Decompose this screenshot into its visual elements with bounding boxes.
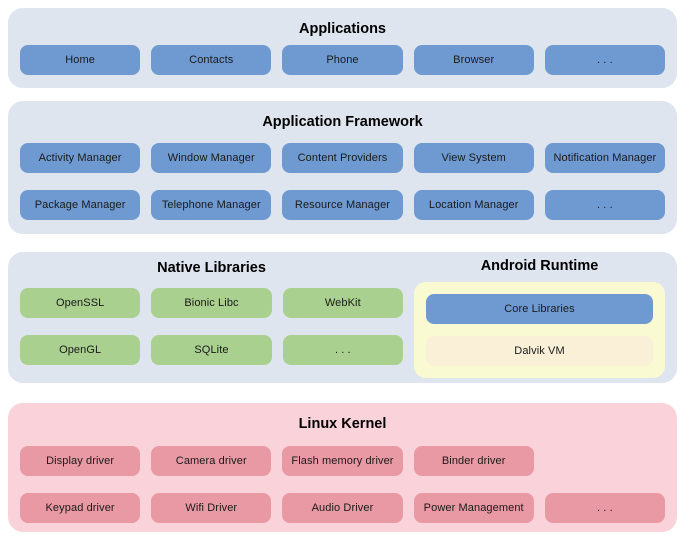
section-title-application-framework: Application Framework	[262, 114, 423, 130]
box-webkit: WebKit	[282, 288, 403, 318]
box-sqlite: SQLite	[151, 335, 272, 365]
box-package-manager: Package Manager	[20, 190, 141, 220]
native-libraries-area: Native Libraries OpenSSL Bionic Libc Web…	[20, 252, 403, 383]
box-bionic-libc: Bionic Libc	[151, 288, 272, 318]
box-contacts: Contacts	[151, 45, 272, 75]
box-home: Home	[20, 45, 141, 75]
box-openssl: OpenSSL	[20, 288, 141, 318]
android-runtime-container: Core Libraries Dalvik VM	[414, 282, 665, 378]
box-activity-manager: Activity Manager	[20, 143, 141, 173]
section-title-native-libraries: Native Libraries	[157, 260, 266, 276]
box-binder-driver: Binder driver	[413, 446, 534, 476]
section-libraries-and-runtime: Native Libraries OpenSSL Bionic Libc Web…	[8, 252, 677, 383]
android-runtime-area: Android Runtime Core Libraries Dalvik VM	[414, 252, 665, 383]
box-keypad-driver: Keypad driver	[20, 493, 141, 523]
applications-row: Home Contacts Phone Browser . . .	[8, 45, 677, 75]
box-dalvik-vm: Dalvik VM	[426, 336, 653, 366]
box-notification-manager: Notification Manager	[544, 143, 665, 173]
box-wifi-driver: Wifi Driver	[151, 493, 272, 523]
section-application-framework: Application Framework Activity Manager W…	[8, 101, 677, 234]
section-title-applications: Applications	[298, 21, 386, 37]
native-libraries-grid: OpenSSL Bionic Libc WebKit OpenGL SQLite…	[20, 288, 403, 365]
box-resource-manager: Resource Manager	[282, 190, 403, 220]
box-more-framework: . . .	[544, 190, 665, 220]
box-more-applications: . . .	[544, 45, 665, 75]
box-view-system: View System	[413, 143, 534, 173]
box-flash-memory-driver: Flash memory driver	[282, 446, 403, 476]
box-core-libraries: Core Libraries	[426, 294, 653, 324]
box-opengl: OpenGL	[20, 335, 141, 365]
box-more-kernel: . . .	[544, 493, 665, 523]
box-content-providers: Content Providers	[282, 143, 403, 173]
section-title-android-runtime: Android Runtime	[480, 258, 599, 274]
section-linux-kernel: Linux Kernel Display driver Camera drive…	[8, 403, 677, 532]
box-more-libraries: . . .	[282, 335, 403, 365]
box-telephone-manager: Telephone Manager	[151, 190, 272, 220]
section-applications: Applications Home Contacts Phone Browser…	[8, 8, 677, 88]
box-window-manager: Window Manager	[151, 143, 272, 173]
box-phone: Phone	[282, 45, 403, 75]
box-browser: Browser	[413, 45, 534, 75]
framework-grid: Activity Manager Window Manager Content …	[8, 143, 677, 220]
libraries-runtime-columns: Native Libraries OpenSSL Bionic Libc Web…	[8, 252, 677, 383]
box-audio-driver: Audio Driver	[282, 493, 403, 523]
box-location-manager: Location Manager	[413, 190, 534, 220]
box-power-management: Power Management	[413, 493, 534, 523]
box-camera-driver: Camera driver	[151, 446, 272, 476]
section-title-linux-kernel: Linux Kernel	[298, 416, 387, 432]
kernel-grid: Display driver Camera driver Flash memor…	[8, 446, 677, 523]
box-display-driver: Display driver	[20, 446, 141, 476]
